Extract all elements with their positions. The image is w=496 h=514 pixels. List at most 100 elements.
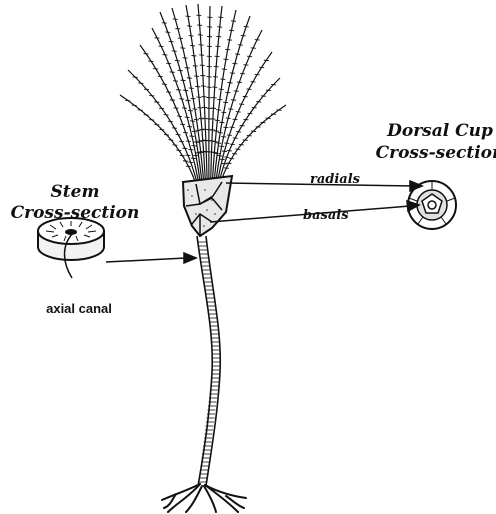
axial-canal-label: axial canal <box>46 301 112 316</box>
arm-pinnule <box>233 119 238 120</box>
arm-pinnule <box>182 108 187 109</box>
arm-pinnule <box>175 28 180 29</box>
arm-pinnule <box>211 108 216 109</box>
arm-pinnule <box>209 141 214 142</box>
arm-pinnule <box>188 149 193 150</box>
arm-pinnule <box>247 56 252 57</box>
arm-pinnule <box>247 135 252 136</box>
arm-pinnule <box>169 41 174 42</box>
stem-columnals <box>198 242 220 482</box>
arm-pinnule <box>196 153 201 154</box>
arm-pinnule <box>144 54 149 55</box>
arm-pinnule <box>180 155 185 156</box>
arm-pinnule <box>239 144 244 145</box>
dorsal-cup-title-1: Dorsal Cup <box>386 121 493 141</box>
arm-pinnule <box>210 130 215 131</box>
arm-stroke <box>209 6 210 180</box>
arm-pinnule <box>190 121 195 122</box>
arm-pinnule <box>225 92 230 93</box>
arm-pinnule <box>224 168 229 169</box>
arm-pinnule <box>178 70 183 71</box>
arm-pinnule <box>240 73 245 74</box>
arm-pinnule <box>162 55 167 56</box>
arm-pinnule <box>168 121 173 122</box>
arm-pinnule <box>232 63 237 64</box>
arm-stroke <box>128 70 196 180</box>
arm-pinnule <box>196 130 201 131</box>
arm-pinnule <box>187 26 192 27</box>
arm-pinnule <box>154 124 159 125</box>
arm-pinnule <box>201 86 206 87</box>
arm-pinnule <box>271 114 276 115</box>
arm-pinnule <box>207 77 212 78</box>
arm-pinnule <box>226 163 231 164</box>
arm-pinnule <box>215 153 220 154</box>
arm-pinnule <box>252 107 257 108</box>
arm-pinnule <box>164 115 169 116</box>
arm-pinnule <box>189 136 194 137</box>
arm-pinnule <box>188 162 193 163</box>
arm-pinnule <box>170 72 175 73</box>
arm-pinnule <box>216 143 221 144</box>
arm-pinnule <box>256 127 261 128</box>
arm-pinnule <box>271 84 276 85</box>
arm-pinnule <box>220 79 225 80</box>
stem-arrow-line <box>106 258 186 262</box>
arm-pinnule <box>188 110 193 111</box>
arm-pinnule <box>241 35 246 36</box>
arm-pinnule <box>238 45 243 46</box>
arm-pinnule <box>255 40 260 41</box>
arm-pinnule <box>220 159 225 160</box>
arm-pinnule <box>202 107 207 108</box>
arm-pinnule <box>243 65 248 66</box>
arm-pinnule <box>219 89 224 90</box>
arm-pinnule <box>237 82 242 83</box>
arm-pinnule <box>251 48 256 49</box>
arm-pinnule <box>218 132 223 133</box>
arm-pinnule <box>230 144 235 145</box>
arm-pinnule <box>149 95 154 96</box>
arm-pinnule <box>224 157 229 158</box>
arm-pinnule <box>216 110 221 111</box>
arm-pinnule <box>247 89 252 90</box>
arm-pinnule <box>176 90 181 91</box>
arm-pinnule <box>225 49 230 50</box>
arm-pinnule <box>231 100 236 101</box>
arm-pinnule <box>144 115 149 116</box>
arm-pinnule <box>207 27 212 28</box>
arm-pinnule <box>228 83 233 84</box>
arm-pinnule <box>173 81 178 82</box>
arm-stroke <box>213 10 237 180</box>
arm-pinnule <box>251 131 256 132</box>
arm-pinnule <box>207 66 212 67</box>
arm-pinnule <box>230 127 235 128</box>
cup-section-center <box>428 201 436 209</box>
arm-pinnule <box>158 76 163 77</box>
arm-pinnule <box>213 141 218 142</box>
arm-pinnule <box>198 35 203 36</box>
arm-pinnule <box>217 156 222 157</box>
arm-pinnule <box>179 141 184 142</box>
arm-pinnule <box>183 58 188 59</box>
arm-pinnule <box>179 99 184 100</box>
arm-pinnule <box>215 46 220 47</box>
arm-pinnule <box>164 135 169 136</box>
arm-pinnule <box>181 80 186 81</box>
arm-pinnule <box>200 75 205 76</box>
arm-pinnule <box>172 51 177 52</box>
arm-pinnule <box>228 109 233 110</box>
arm-pinnule <box>197 25 202 26</box>
arm-pinnule <box>221 137 226 138</box>
arm-pinnule <box>159 46 164 47</box>
arm-pinnule <box>187 78 192 79</box>
arm-pinnule <box>236 112 241 113</box>
arm-pinnule <box>138 83 143 84</box>
arm-pinnule <box>196 97 201 98</box>
arm-pinnule <box>186 166 191 167</box>
arm-pinnule <box>186 141 191 142</box>
radials-label: radials <box>310 172 361 187</box>
arm-pinnule <box>243 119 248 120</box>
arm-pinnule <box>226 118 231 119</box>
arm-pinnule <box>162 23 167 24</box>
arm-pinnule <box>229 158 234 159</box>
